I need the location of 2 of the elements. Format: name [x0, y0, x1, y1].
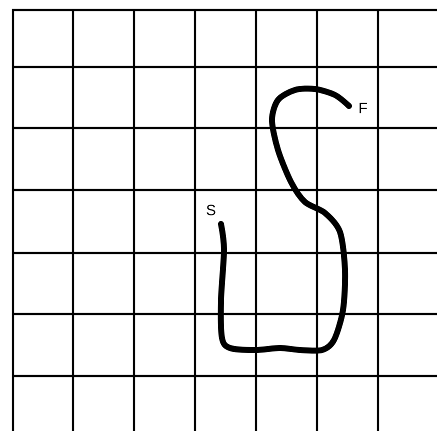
point-label: S [206, 204, 216, 216]
point-label: F [360, 102, 367, 114]
